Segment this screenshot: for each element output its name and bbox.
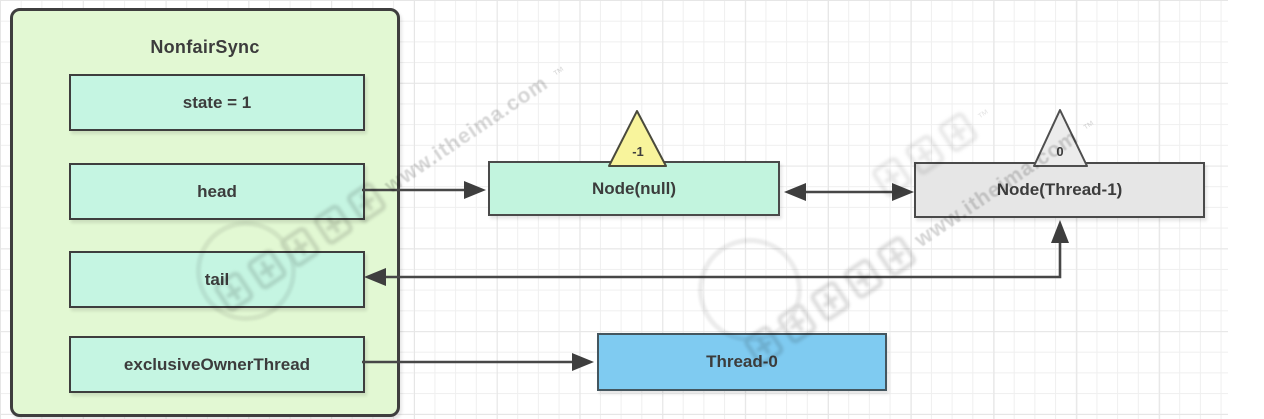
nonfairsync-box: NonfairSync state = 1 head tail exclusiv… [10, 8, 400, 417]
field-head: head [69, 163, 365, 220]
field-exclusive-owner-thread: exclusiveOwnerThread [69, 336, 365, 393]
thread0-box: Thread-0 [597, 333, 887, 391]
node-thread1-label: Node(Thread-1) [996, 180, 1123, 199]
thread0-label: Thread-0 [706, 352, 778, 371]
node-thread1-box: Node(Thread-1) [914, 162, 1205, 218]
field-state: state = 1 [69, 74, 365, 131]
node-null-label: Node(null) [591, 178, 677, 198]
node-null-box: Node(null) [488, 161, 780, 216]
field-tail: tail [69, 251, 365, 308]
nonfairsync-title: NonfairSync [150, 37, 260, 57]
